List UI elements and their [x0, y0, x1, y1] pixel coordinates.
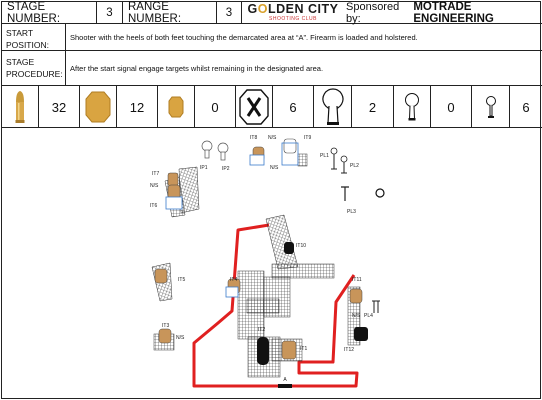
mini-target-icon: [158, 86, 195, 128]
stage-diagram: A IT7: [2, 129, 542, 399]
fault-line: [192, 223, 359, 388]
svg-text:N/S: N/S: [176, 335, 185, 341]
svg-text:IT11: IT11: [352, 277, 362, 283]
ipsc-target-icon: [80, 86, 117, 128]
sponsor-label: Sponsored by:: [346, 1, 400, 25]
bullet-icon: [2, 86, 39, 128]
svg-text:N/S: N/S: [352, 313, 361, 319]
svg-text:IT6: IT6: [150, 203, 157, 209]
rounds-count: 32: [39, 86, 80, 128]
target-it5: IT5: [154, 268, 185, 284]
header-row: STAGE NUMBER: 3 RANGE NUMBER: 3 GOLDEN C…: [2, 1, 542, 25]
svg-text:N/S: N/S: [268, 135, 277, 141]
popper-pl4: PL4: [364, 300, 380, 319]
svg-text:IT3: IT3: [162, 323, 169, 329]
start-box: [278, 384, 292, 388]
range-number-value: 3: [217, 2, 242, 23]
club-logo-subtitle: SHOOTING CLUB: [269, 16, 317, 22]
popper-marker: [375, 188, 385, 198]
svg-text:IT12: IT12: [344, 347, 354, 353]
target-it2: IT2: [257, 327, 269, 365]
pepper-popper-icon: [472, 86, 510, 128]
svg-text:N/S: N/S: [270, 165, 279, 171]
popper-ip2: IP2: [217, 142, 230, 172]
target-it3: IT3 N/S: [158, 323, 185, 344]
target-it7: IT7 N/S: [150, 171, 179, 189]
target-it11: IT11 N/S: [349, 277, 363, 319]
target-it6: IT6: [150, 184, 183, 210]
walls: [151, 153, 361, 378]
large-popper-count: 2: [352, 86, 394, 128]
mini-target-count: 0: [195, 86, 236, 128]
start-position-row: START POSITION: Shooter with the heels o…: [2, 24, 542, 51]
stage-procedure-label: STAGE PROCEDURE:: [2, 51, 66, 85]
svg-text:PL1: PL1: [320, 153, 329, 159]
target-it1: IT1: [281, 340, 307, 360]
svg-text:IT8: IT8: [250, 135, 257, 141]
svg-text:IT9: IT9: [304, 135, 311, 141]
target-it4: IT4: [225, 277, 241, 298]
start-position-text: Shooter with the heels of both feet touc…: [70, 32, 418, 42]
popper-pl1: PL1: [320, 147, 338, 170]
svg-text:PL2: PL2: [350, 163, 359, 169]
start-mark-label: A: [283, 377, 287, 383]
stage-procedure-text: After the start signal engage targets wh…: [70, 63, 324, 73]
svg-text:IT5: IT5: [178, 277, 185, 283]
club-logo: GOLDEN CITY SHOOTING CLUB: [247, 2, 339, 23]
popper-pl3: PL3: [341, 186, 356, 215]
svg-text:IT7: IT7: [152, 171, 159, 177]
large-popper-icon: [314, 86, 352, 128]
popper-pl2: PL2: [340, 155, 359, 174]
stage-procedure-row: STAGE PROCEDURE: After the start signal …: [2, 51, 542, 86]
svg-text:IP1: IP1: [200, 165, 208, 171]
ipsc-targets: IT7 N/S IT6 IT8 N/S IT9: [150, 135, 368, 365]
small-popper-icon: [394, 86, 431, 128]
svg-text:N/S: N/S: [150, 183, 159, 189]
start-position-label: START POSITION:: [2, 24, 66, 50]
sponsor-name: MOTRADE ENGINEERING: [413, 1, 494, 25]
svg-text:IT2: IT2: [258, 327, 265, 333]
target-count-row: 32 12 0 6 2: [2, 86, 542, 128]
svg-text:PL3: PL3: [347, 209, 356, 215]
target-it9: IT9 N/S: [270, 135, 311, 171]
svg-text:PL4: PL4: [364, 313, 373, 319]
small-popper-count: 0: [431, 86, 472, 128]
stage-number-label: STAGE NUMBER:: [2, 1, 97, 25]
poppers: IP1 IP2 PL1 PL2: [200, 140, 385, 319]
svg-text:IT10: IT10: [296, 243, 306, 249]
popper-ip1: IP1: [200, 140, 213, 171]
ipsc-target-count: 12: [117, 86, 158, 128]
no-shoot-count: 6: [273, 86, 314, 128]
target-it10: IT10: [284, 242, 306, 254]
svg-text:IT4: IT4: [230, 277, 237, 283]
target-it12: IT12: [344, 327, 368, 353]
sponsor: Sponsored by: MOTRADE ENGINEERING: [346, 1, 542, 25]
no-shoot-icon: [236, 86, 273, 128]
svg-text:IT1: IT1: [300, 346, 307, 352]
target-it8: IT8 N/S: [249, 135, 277, 166]
range-number-label: RANGE NUMBER:: [123, 1, 217, 25]
pepper-popper-count: 6: [522, 99, 530, 115]
svg-text:IP2: IP2: [222, 166, 230, 172]
stage-number-value: 3: [97, 2, 123, 23]
